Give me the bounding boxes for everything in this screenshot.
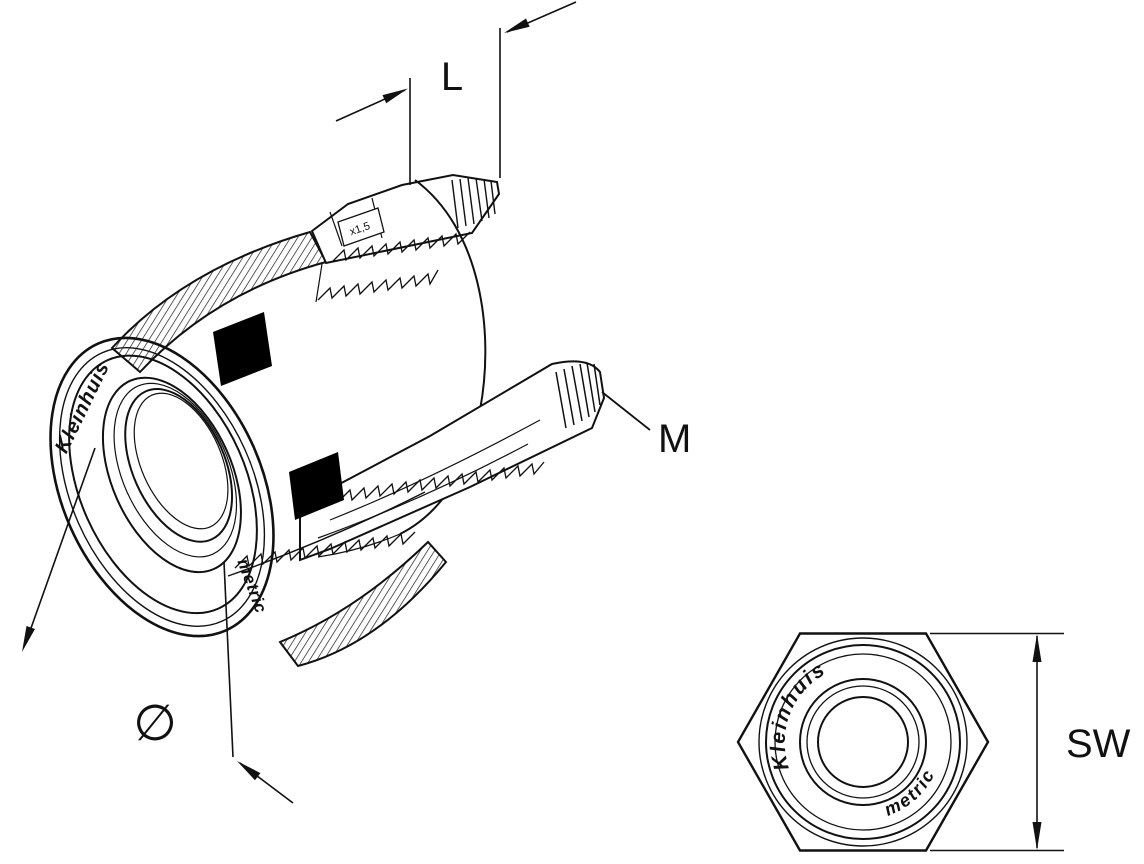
front-view: Kleinhuis metric bbox=[736, 632, 990, 852]
arrowhead bbox=[237, 761, 261, 781]
diameter-symbol: ∅ bbox=[133, 694, 177, 752]
extension-line bbox=[223, 561, 234, 758]
dimension-label-L: L bbox=[441, 55, 463, 99]
front-face-rings bbox=[49, 336, 275, 638]
brand-text-perspective: Kleinhuis bbox=[51, 358, 114, 457]
dimension-thread: M bbox=[601, 391, 691, 461]
stamp-plate bbox=[337, 207, 385, 247]
dimension-label-SW: SW bbox=[1066, 722, 1131, 766]
hex-outline bbox=[736, 632, 990, 852]
front-band-edge bbox=[227, 491, 426, 577]
leader-line bbox=[601, 391, 651, 431]
top-clamp-arm: x1,5 bbox=[310, 173, 501, 265]
bottom-clamp-arm bbox=[299, 360, 606, 562]
arrowhead bbox=[504, 18, 530, 33]
body-far-rim-inner bbox=[317, 533, 401, 558]
top-clamp-serrations bbox=[451, 177, 496, 229]
chamfer-circle bbox=[758, 637, 968, 847]
thread-circle-inner bbox=[774, 653, 952, 831]
bottom-clamp-serrations bbox=[555, 362, 601, 429]
dimension-arrow-line bbox=[24, 447, 96, 646]
perspective-view: x1,5 bbox=[49, 173, 606, 668]
arrowhead bbox=[1032, 634, 1042, 662]
clamp-mark-upper bbox=[213, 312, 272, 386]
arrowhead bbox=[22, 626, 35, 652]
bore-circle-2 bbox=[806, 685, 920, 799]
thread-circle-outer bbox=[765, 644, 961, 840]
dimension-length: L bbox=[335, 1, 577, 185]
dimension-diameter: ∅ bbox=[22, 447, 294, 804]
bore-circle-1 bbox=[799, 678, 927, 806]
dimension-width-across-flats: SW bbox=[930, 632, 1131, 852]
body-far-rim bbox=[399, 179, 487, 535]
body-sawtooth-top bbox=[317, 269, 439, 301]
arrowhead bbox=[1032, 822, 1042, 850]
bore-circle-3 bbox=[817, 696, 909, 788]
dimension-label-M: M bbox=[658, 417, 691, 461]
clamp-mark-lower bbox=[289, 452, 344, 520]
knurl-band-bottom bbox=[278, 540, 448, 668]
arrowhead bbox=[382, 88, 408, 104]
